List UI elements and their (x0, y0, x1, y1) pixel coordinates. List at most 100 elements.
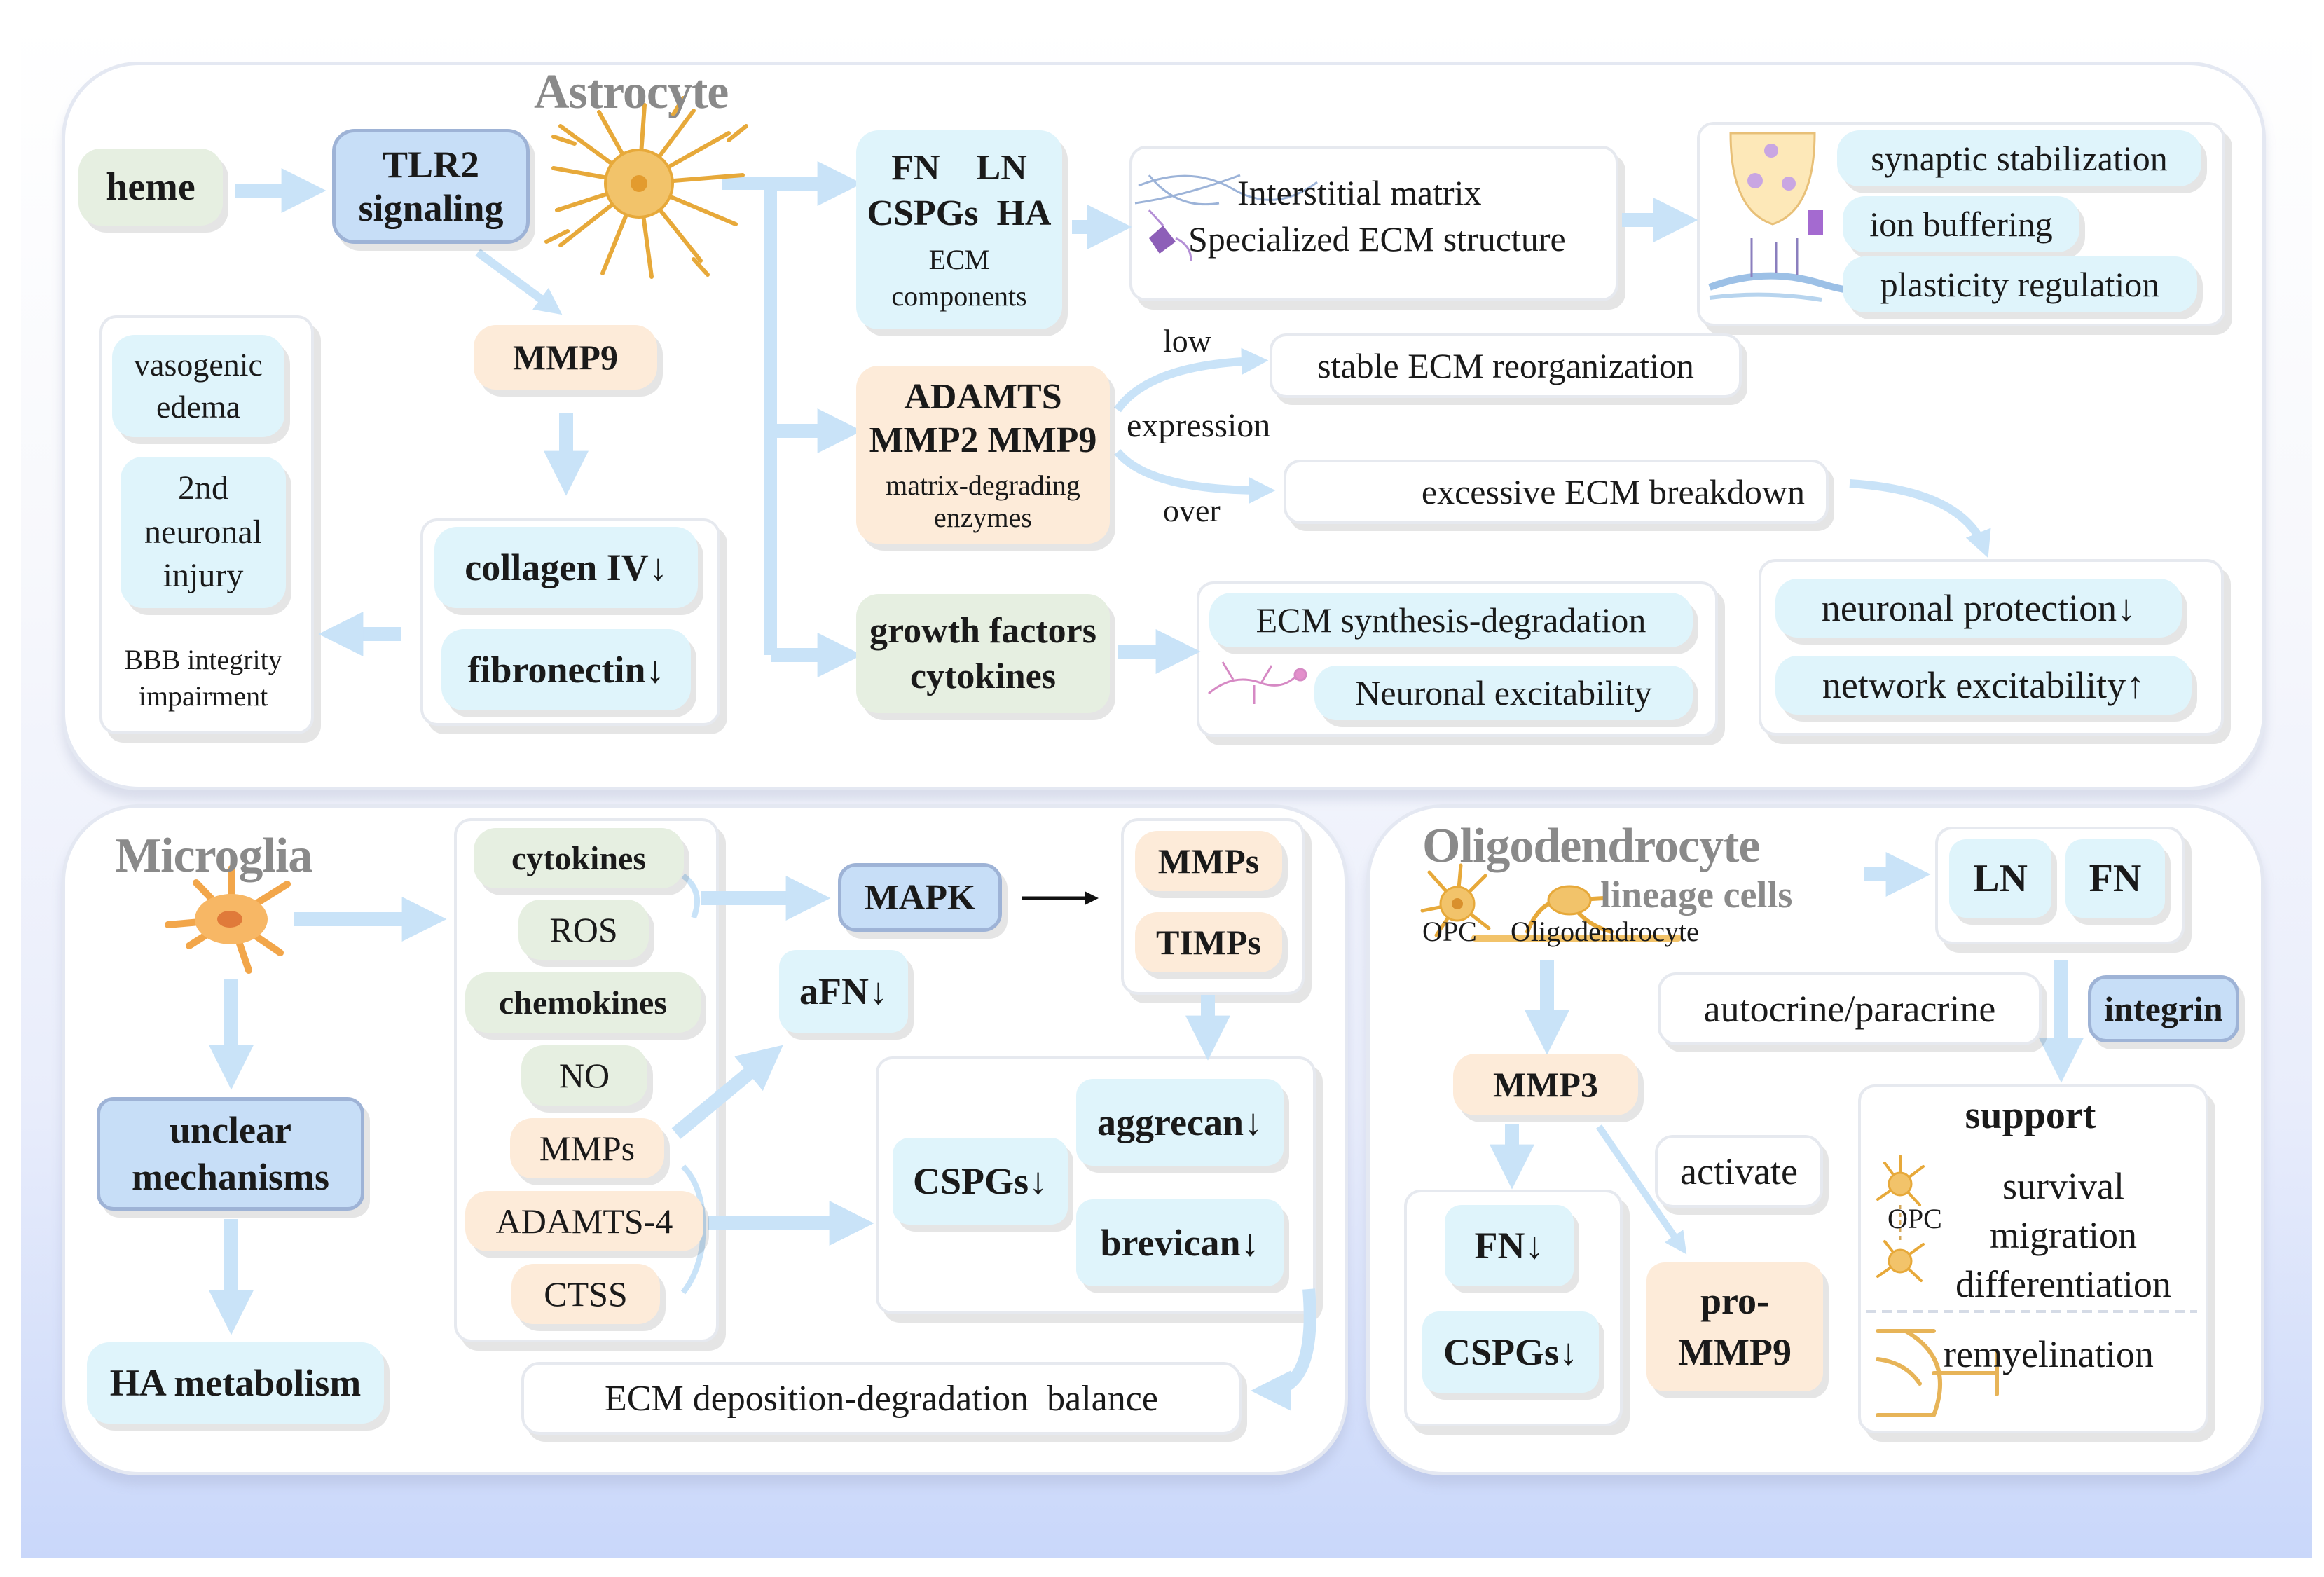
synthesis-label: ECM synthesis-degradation (1256, 600, 1646, 640)
neuronal-injury-node: 2nd neuronal injury (121, 457, 286, 608)
microglia-icon (165, 865, 291, 974)
timps-label: TIMPs (1156, 923, 1261, 962)
support-title: support (1965, 1094, 2096, 1137)
mg-adamts4-label: ADAMTS-4 (495, 1201, 673, 1241)
aggrecan-label: aggrecan↓ (1097, 1101, 1263, 1143)
pro-mmp9-node: pro- MMP9 (1646, 1262, 1823, 1391)
ecm-components-node: FN LN CSPGs HA ECM components (856, 130, 1062, 329)
plasticity-label: plasticity regulation (1880, 265, 2160, 304)
mg-chemokines-label: chemokines (499, 984, 667, 1021)
activate-label: activate (1680, 1150, 1798, 1192)
lineage-subtitle: lineage cells (1600, 874, 1793, 916)
oligo-cspgs-down-node: CSPGs↓ (1422, 1311, 1599, 1393)
mmp3-label: MMP3 (1493, 1065, 1598, 1104)
matrix-degrading-enzymes-node: ADAMTS MMP2 MMP9 matrix-degrading enzyme… (856, 366, 1110, 544)
opc-label: OPC (1422, 916, 1477, 947)
oligo-fn-down-node: FN↓ (1445, 1205, 1574, 1286)
heme-node: heme (78, 149, 223, 226)
mg-mmps-node: MMPs (510, 1118, 664, 1178)
survival-label: survival migration differentiation (1955, 1165, 2171, 1306)
heme-label: heme (106, 165, 195, 209)
matrix-fiber-icon (1134, 174, 1318, 206)
fn-label: FN (2089, 857, 2142, 900)
afn-node: aFN↓ (779, 950, 908, 1033)
tlr2-label: TLR2 signaling (358, 143, 504, 229)
vasogenic-label: vasogenic edema (134, 347, 263, 425)
mg-mmps-label: MMPs (539, 1129, 635, 1168)
autocrine-label: autocrine/paracrine (1703, 988, 1996, 1030)
protection-label: neuronal protection↓ (1821, 587, 2136, 629)
vasogenic-edema-node: vasogenic edema (112, 335, 284, 437)
fibronectin-node: fibronectin↓ (441, 629, 691, 710)
mmp9-node: MMP9 (474, 325, 657, 390)
arrow-low-stable (1114, 347, 1269, 413)
myelin-icon (1876, 1329, 1999, 1417)
ecm-components-list: FN LN CSPGs HA (867, 148, 1052, 233)
mmp3-node: MMP3 (1453, 1054, 1638, 1115)
support-opc-label: OPC (1888, 1203, 1942, 1234)
ion-buffering-node: ion buffering (1843, 196, 2079, 252)
ha-label: HA metabolism (109, 1362, 362, 1404)
ecm-synthesis-node: ECM synthesis-degradation (1209, 593, 1693, 647)
astrocyte-title: Astrocyte (534, 65, 729, 119)
arrow-excessive-outcome (1849, 479, 1991, 558)
neuronal-excitability-node: Neuronal excitability (1314, 666, 1693, 720)
oligodendrocyte-label: Oligodendrocyte (1511, 916, 1699, 947)
oligodendrocyte-icon (1420, 863, 1682, 942)
collagen-iv-node: collagen IV↓ (434, 527, 698, 608)
mg-ros-label: ROS (549, 910, 618, 949)
ecm-balance-node: ECM deposition-degradation balance (521, 1362, 1242, 1435)
arrow-mmp3-promm9 (1595, 1124, 1687, 1255)
mg-no-label: NO (558, 1056, 610, 1095)
mg-chemokines-node: chemokines (465, 972, 701, 1033)
mapk-label: MAPK (864, 877, 976, 918)
expression-label: expression (1127, 407, 1271, 444)
bracket-list-bottom (680, 1164, 706, 1295)
synaptic-label: synaptic stabilization (1871, 139, 2168, 178)
balance-label: ECM deposition-degradation balance (605, 1378, 1158, 1419)
network-label: network excitability↑ (1822, 664, 2145, 706)
neuron-icon (1149, 226, 1176, 254)
mg-cytokines-node: cytokines (474, 828, 684, 888)
synaptic-stabilization-node: synaptic stabilization (1837, 130, 2201, 186)
collagen-label: collagen IV↓ (465, 546, 668, 588)
low-label: low (1163, 323, 1211, 359)
enzymes-caption: matrix-degrading enzymes (886, 469, 1080, 534)
stable-label: stable ECM reorganization (1317, 346, 1694, 385)
plasticity-regulation-node: plasticity regulation (1843, 256, 2197, 312)
arrow-to-balance (1250, 1288, 1316, 1411)
excessive-label: excessive ECM breakdown (1421, 472, 1805, 511)
arrow-tlr2-mmp9 (475, 249, 563, 315)
specialized-ecm-label: Specialized ECM structure (1188, 219, 1566, 259)
support-card (1858, 1084, 2208, 1433)
mapk-node: MAPK (838, 863, 1002, 932)
brevican-node: brevican↓ (1076, 1199, 1284, 1286)
timps-node: TIMPs (1135, 912, 1282, 972)
mg-adamts4-node: ADAMTS-4 (465, 1191, 703, 1251)
aggrecan-node: aggrecan↓ (1076, 1079, 1284, 1166)
mmp9-label: MMP9 (513, 338, 618, 377)
neuronal-protection-node: neuronal protection↓ (1775, 579, 2182, 638)
cspgs-node: CSPGs↓ (893, 1138, 1068, 1225)
ln-label: LN (1973, 857, 2028, 900)
enzymes-list: ADAMTS MMP2 MMP9 (869, 376, 1097, 460)
ecm-components-caption: ECM components (891, 244, 1027, 312)
fn-node: FN (2065, 839, 2165, 918)
tlr2-signaling-node: TLR2 signaling (332, 129, 530, 244)
mg-ctss-label: CTSS (544, 1274, 628, 1314)
oligodendrocyte-title: Oligodendrocyte (1422, 819, 1760, 873)
network-excitability-node: network excitability↑ (1775, 656, 2192, 715)
ln-node: LN (1949, 839, 2051, 918)
over-label: over (1163, 493, 1221, 528)
pro-mmp9-label: pro- MMP9 (1678, 1280, 1792, 1373)
fibronectin-label: fibronectin↓ (467, 649, 665, 691)
trunk-astrocyte (722, 177, 777, 655)
synapse-icon (1708, 132, 1895, 302)
remyelination-label: remyelination (1944, 1333, 2154, 1375)
growth-factors-node: growth factors cytokines (856, 594, 1110, 713)
stable-ecm-node: stable ECM reorganization (1270, 333, 1742, 398)
bracket-list-top (681, 873, 700, 919)
arrow-over-excessive (1114, 449, 1276, 504)
